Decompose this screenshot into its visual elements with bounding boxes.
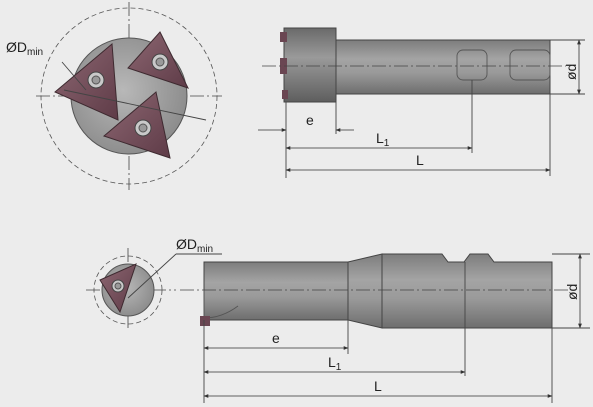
top-l-label: L [416, 152, 424, 168]
flat-2 [509, 49, 551, 81]
bottom-side-view: e L1 L ød [180, 253, 590, 403]
top-dmin-label: ØDmin [6, 39, 43, 58]
bottom-l-label: L [374, 378, 382, 394]
neck [203, 261, 349, 321]
cutter-head [283, 27, 337, 103]
neck-transition [347, 253, 383, 329]
bottom-e-label: e [272, 330, 280, 346]
insert-left [54, 42, 119, 121]
top-end-view: ØDmin [6, 2, 222, 190]
top-e-label: e [306, 112, 314, 128]
bottom-end-view: ØDmin [86, 236, 222, 330]
shank [335, 39, 551, 95]
bottom-dmin-label: ØDmin [176, 236, 213, 255]
insert-tip-middle [280, 58, 287, 74]
dmin-leader-line [63, 89, 207, 121]
top-side-view: e L1 L ød [258, 27, 585, 178]
bottom-insert-tip [200, 316, 210, 326]
insert-tip-lower [282, 90, 288, 99]
top-l1-label: L1 [376, 130, 390, 149]
small-dmin-leader [127, 253, 177, 299]
dmin-label-leader [61, 61, 87, 91]
bottom-d-label: ød [564, 284, 580, 300]
top-d-label: ød [563, 64, 579, 80]
bottom-shank [381, 253, 553, 329]
small-insert [99, 263, 137, 314]
insert-upper-right [127, 31, 189, 89]
insert-tip-upper [280, 32, 287, 42]
bottom-l1-label: L1 [328, 354, 342, 373]
